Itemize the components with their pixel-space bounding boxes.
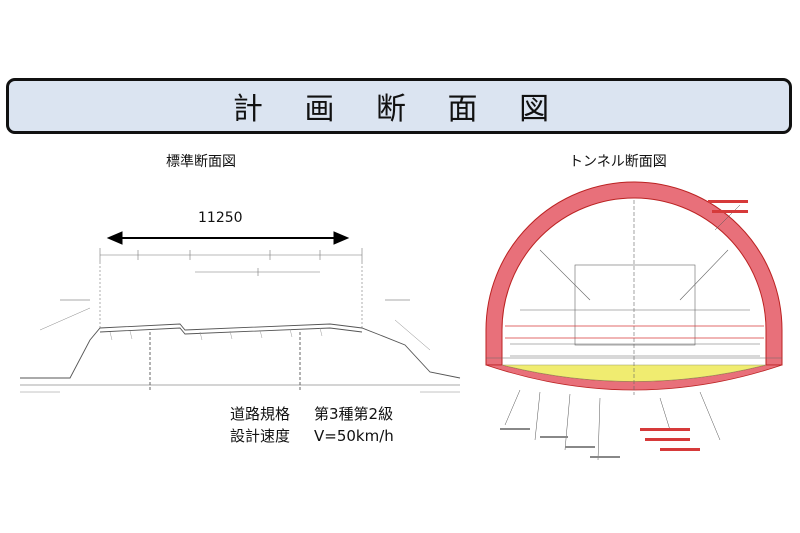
road-standard-value: 第3種第2級 bbox=[314, 405, 394, 423]
dimension-lines bbox=[99, 248, 363, 330]
pavement-hatch bbox=[109, 327, 323, 341]
width-dimension-label: 11250 bbox=[198, 210, 243, 226]
design-speed-value: V=50km/h bbox=[314, 427, 394, 445]
road-standard-row: 道路規格 第3種第2級 bbox=[230, 403, 393, 424]
width-arrow bbox=[106, 231, 350, 245]
design-speed-row: 設計速度 V=50km/h bbox=[230, 425, 394, 446]
road-profile bbox=[20, 299, 461, 390]
page-title: 計 画 断 面 図 bbox=[232, 92, 566, 127]
tunnel-section-label: トンネル断面図 bbox=[569, 154, 667, 170]
tunnel-inner-lines bbox=[486, 200, 782, 395]
slope-annotations bbox=[20, 307, 460, 393]
title-banner: 計 画 断 面 図 bbox=[6, 78, 792, 134]
design-speed-key: 設計速度 bbox=[230, 427, 291, 445]
standard-section-label: 標準断面図 bbox=[166, 154, 236, 170]
annotation-leaders bbox=[504, 204, 741, 461]
road-standard-key: 道路規格 bbox=[230, 405, 291, 423]
annotation-text-marks bbox=[500, 428, 620, 458]
annotation-marks bbox=[640, 200, 748, 451]
red-dimension-line bbox=[505, 325, 764, 339]
invert-concrete bbox=[501, 364, 767, 382]
